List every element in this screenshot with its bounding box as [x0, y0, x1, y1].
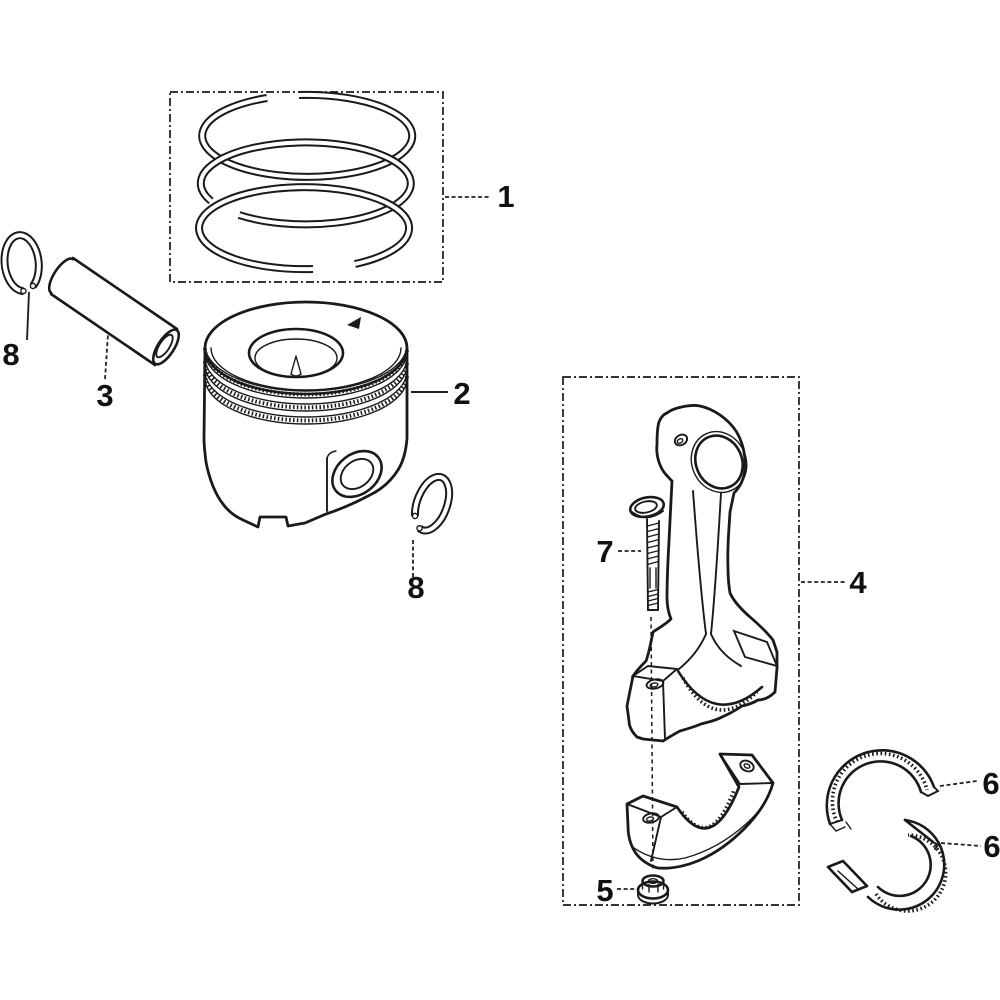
callout-piston-pin: 3	[96, 378, 113, 413]
ring-set-boundary-box	[169, 91, 444, 283]
bolt-axis-line	[650, 616, 654, 871]
callout-clip-right: 8	[407, 570, 424, 605]
callout-flange-nut: 5	[596, 873, 613, 908]
connecting-rod-drawing	[625, 404, 779, 743]
callout-bearing-upper: 6	[982, 766, 999, 801]
pin-clip-left-drawing	[0, 231, 43, 296]
piston-ring-set-drawing	[195, 90, 417, 274]
bearing-shell-upper-drawing	[825, 749, 940, 832]
piston-arrow-mark	[347, 317, 361, 329]
pin-clip-right-drawing	[411, 472, 454, 535]
leader-6-lower	[940, 842, 982, 847]
bearing-shell-lower-drawing	[826, 818, 948, 913]
bolt-threads-lower	[647, 588, 659, 607]
bearing-cap-drawing	[625, 752, 775, 870]
callout-rod-bolt: 7	[596, 534, 613, 569]
callout-piston: 2	[453, 376, 470, 411]
bolt-threads-upper	[646, 522, 660, 566]
callout-clip-left: 8	[2, 337, 19, 372]
connecting-rod-boundary-box	[562, 376, 800, 906]
leader-3	[104, 333, 109, 380]
piston-pin-drawing	[47, 256, 181, 367]
leader-lines	[26, 196, 982, 890]
callout-ring-set: 1	[497, 179, 514, 214]
rod-bolt-drawing	[628, 495, 666, 611]
callout-labels: 1 2 3 4 5 6 6 7 8 8	[2, 179, 1000, 908]
leader-6-upper	[939, 780, 978, 787]
flange-nut-drawing	[636, 874, 670, 905]
piston-drawing	[202, 300, 409, 529]
callout-connecting-rod: 4	[849, 565, 867, 600]
callout-bearing-lower: 6	[983, 829, 1000, 864]
leader-8-left	[26, 291, 30, 341]
